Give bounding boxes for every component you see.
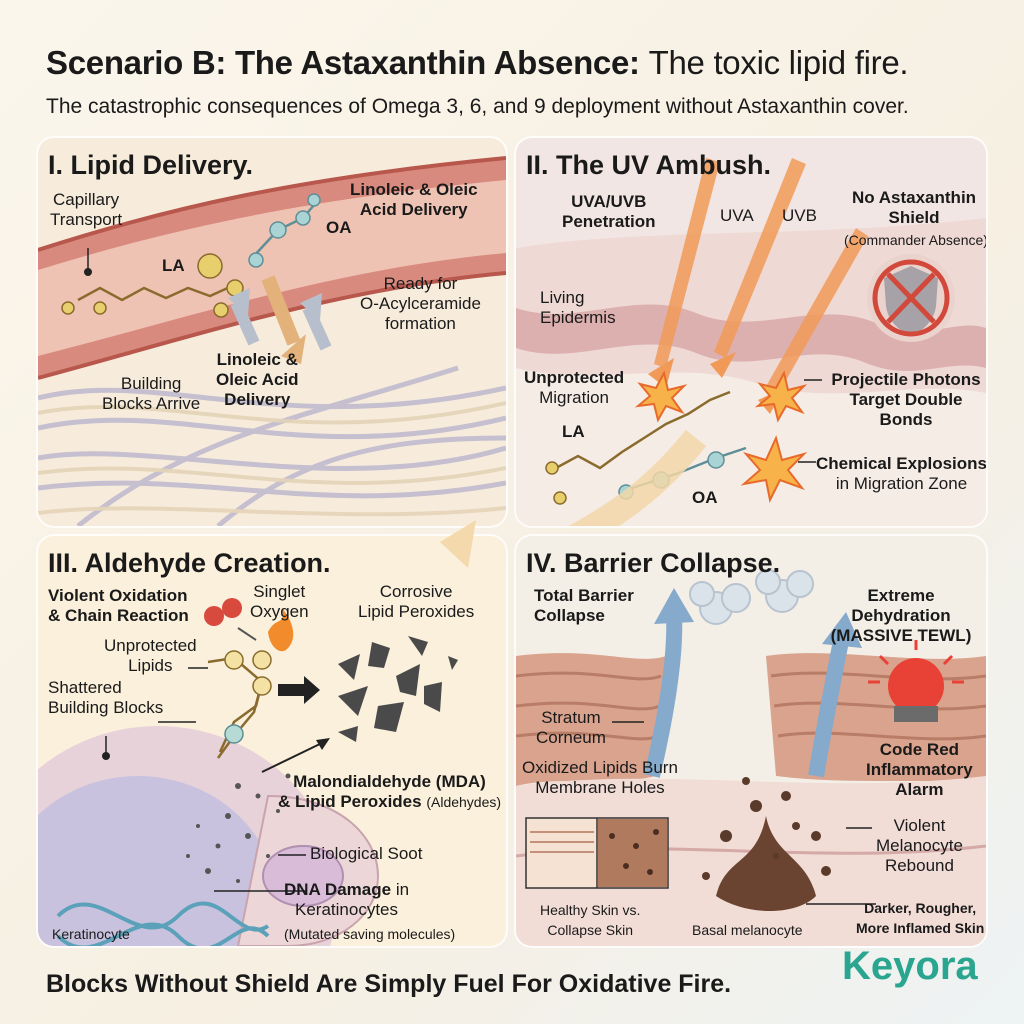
penetration-label: UVA/UVB Penetration: [562, 192, 656, 231]
dehydration-label: Extreme Dehydration (MASSIVE TEWL): [830, 586, 972, 645]
uvb-label: UVB: [782, 206, 817, 225]
code-red-label: Code Red Inflammatory Alarm: [866, 740, 973, 799]
lipid-delivery-illustration: [38, 156, 506, 526]
biological-soot-label: Biological Soot: [310, 844, 423, 863]
panel4-title: IV. Barrier Collapse.: [526, 548, 781, 578]
unprotected-lipids-label: Unprotected Lipids: [104, 636, 197, 675]
healthy-vs-collapse-label: Healthy Skin vs. Collapse Skin: [540, 902, 641, 938]
panel-aldehyde-creation: III. Aldehyde Creation. Violent Oxidatio…: [38, 536, 506, 946]
uva-label: UVA: [720, 206, 754, 225]
uv-ambush-illustration: [516, 158, 986, 526]
shattered-label: Shattered Building Blocks: [48, 678, 164, 717]
violent-oxidation-label: Violent Oxidation & Chain Reaction: [48, 586, 189, 625]
keratinocyte-label: Keratinocyte: [52, 926, 130, 942]
delivery-mid-label: Linoleic & Oleic Acid Delivery: [216, 350, 299, 409]
aldehyde-illustration: [38, 598, 458, 946]
page-title: Scenario B: The Astaxanthin Absence: The…: [46, 44, 909, 81]
dna-note-label: (Mutated saving molecules): [284, 926, 456, 942]
delivery-top-label: Linoleic & Oleic Acid Delivery: [350, 180, 478, 219]
panel3-title: III. Aldehyde Creation.: [48, 548, 331, 578]
panel2-title: II. The UV Ambush.: [526, 150, 772, 180]
footer-tagline: Blocks Without Shield Are Simply Fuel Fo…: [46, 970, 732, 998]
panel1-title: I. Lipid Delivery.: [48, 150, 254, 180]
corrosive-label: Corrosive Lipid Peroxides: [358, 582, 475, 621]
total-collapse-label: Total Barrier Collapse: [534, 586, 634, 625]
darker-skin-label: Darker, Rougher, More Inflamed Skin: [856, 900, 985, 936]
brand-logo: Keyora: [842, 944, 978, 988]
singlet-oxygen-label: Singlet Oxygen: [250, 582, 309, 621]
panel2-oa-label: OA: [692, 488, 718, 507]
oxidized-label: Oxidized Lipids Burn Membrane Holes: [522, 758, 678, 797]
page-subtitle: The catastrophic consequences of Omega 3…: [46, 95, 909, 118]
stratum-label: Stratum Corneum: [536, 708, 606, 747]
panel2-la-label: LA: [562, 422, 585, 441]
no-shield-label: No Astaxanthin Shield: [852, 188, 977, 227]
ready-for-label: Ready for O-Acylceramide formation: [360, 274, 481, 333]
violent-rebound-label: Violent Melanocyte Rebound: [876, 816, 963, 875]
oa-label: OA: [326, 218, 352, 237]
commander-label: (Commander Absence): [844, 232, 986, 248]
panel-uv-ambush: II. The UV Ambush. UVA/UVB Penetration U…: [516, 138, 986, 526]
panel-barrier-collapse: IV. Barrier Collapse. Total Barrier Coll…: [516, 536, 986, 946]
capillary-transport-label: Capillary Transport: [50, 190, 123, 229]
mda-label: Malondialdehyde (MDA)& Lipid Peroxides (…: [278, 772, 502, 811]
barrier-collapse-illustration: [516, 569, 986, 946]
panel-lipid-delivery: I. Lipid Delivery. Capillary Transport L…: [38, 138, 506, 526]
building-blocks-label: Building Blocks Arrive: [102, 374, 201, 413]
photons-label: Projectile Photons Target Double Bonds: [831, 370, 981, 429]
la-label: LA: [162, 256, 185, 275]
living-epidermis-label: Living Epidermis: [540, 288, 616, 327]
basal-melanocyte-label: Basal melanocyte: [692, 922, 803, 938]
